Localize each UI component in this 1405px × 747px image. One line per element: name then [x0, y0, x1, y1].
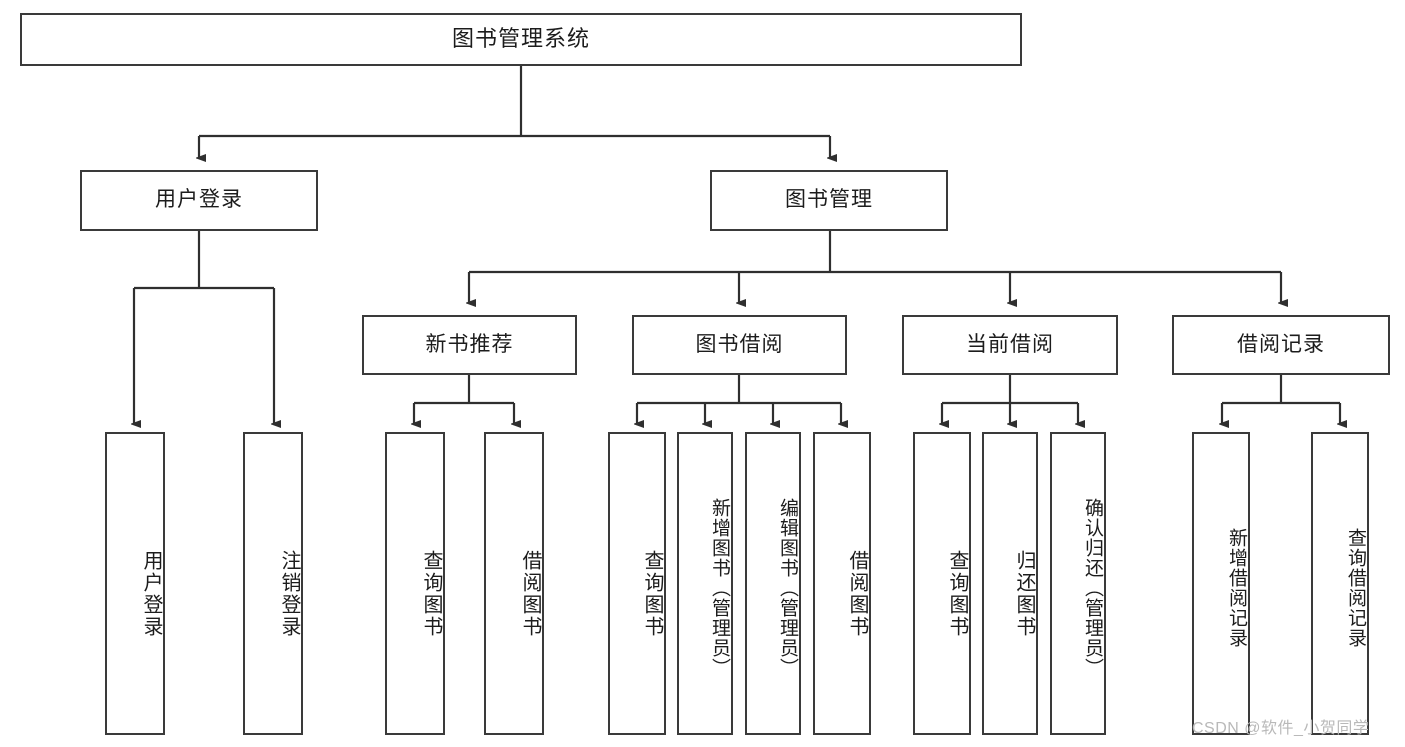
node-root-book-management-system[interactable]: 图书管理系统	[20, 13, 1022, 66]
node-new-book-recommend[interactable]: 新书推荐	[362, 315, 577, 375]
node-borrow-record[interactable]: 借阅记录	[1172, 315, 1390, 375]
node-label: 查询借阅记录	[1345, 527, 1366, 648]
node-user-login[interactable]: 用户登录	[80, 170, 318, 231]
node-label: 用户登录	[155, 188, 243, 212]
node-label: 归还图书	[1013, 549, 1035, 638]
node-leaf-query-book-borrow[interactable]: 查询图书	[608, 432, 666, 735]
node-label: 查询图书	[946, 549, 968, 638]
node-label: 图书管理系统	[451, 26, 590, 52]
node-leaf-borrow-book-recommend[interactable]: 借阅图书	[484, 432, 544, 735]
node-label: 注销登录	[278, 549, 300, 638]
node-label: 图书管理	[785, 188, 873, 212]
node-label: 借阅记录	[1237, 332, 1325, 356]
node-leaf-query-borrow-record[interactable]: 查询借阅记录	[1311, 432, 1369, 735]
node-leaf-logout-login[interactable]: 注销登录	[243, 432, 303, 735]
node-label: 图书借阅	[695, 332, 784, 356]
node-label: 新增借阅记录	[1226, 527, 1247, 648]
node-book-borrow[interactable]: 图书借阅	[632, 315, 847, 375]
node-leaf-borrow-book[interactable]: 借阅图书	[813, 432, 871, 735]
node-label: 借阅图书	[846, 549, 868, 638]
node-label: 新增图书（管理员）	[709, 497, 730, 678]
node-leaf-query-book-current[interactable]: 查询图书	[913, 432, 971, 735]
node-current-borrow[interactable]: 当前借阅	[902, 315, 1118, 375]
node-leaf-user-login[interactable]: 用户登录	[105, 432, 165, 735]
node-label: 确认归还（管理员）	[1082, 497, 1103, 678]
node-leaf-return-book[interactable]: 归还图书	[982, 432, 1038, 735]
node-label: 编辑图书（管理员）	[777, 497, 798, 678]
node-leaf-query-book-recommend[interactable]: 查询图书	[385, 432, 445, 735]
node-label: 查询图书	[641, 549, 663, 638]
csdn-watermark: CSDN @软件_小贺同学	[1192, 720, 1370, 737]
node-label: 借阅图书	[519, 549, 541, 638]
node-label: 用户登录	[140, 549, 162, 638]
node-leaf-add-book[interactable]: 新增图书（管理员）	[677, 432, 733, 735]
node-label: 当前借阅	[966, 332, 1054, 356]
node-label: 新书推荐	[425, 332, 514, 356]
node-leaf-add-borrow-record[interactable]: 新增借阅记录	[1192, 432, 1250, 735]
node-leaf-edit-book[interactable]: 编辑图书（管理员）	[745, 432, 801, 735]
node-leaf-confirm-return[interactable]: 确认归还（管理员）	[1050, 432, 1106, 735]
node-label: 查询图书	[420, 549, 442, 638]
node-book-manage[interactable]: 图书管理	[710, 170, 948, 231]
